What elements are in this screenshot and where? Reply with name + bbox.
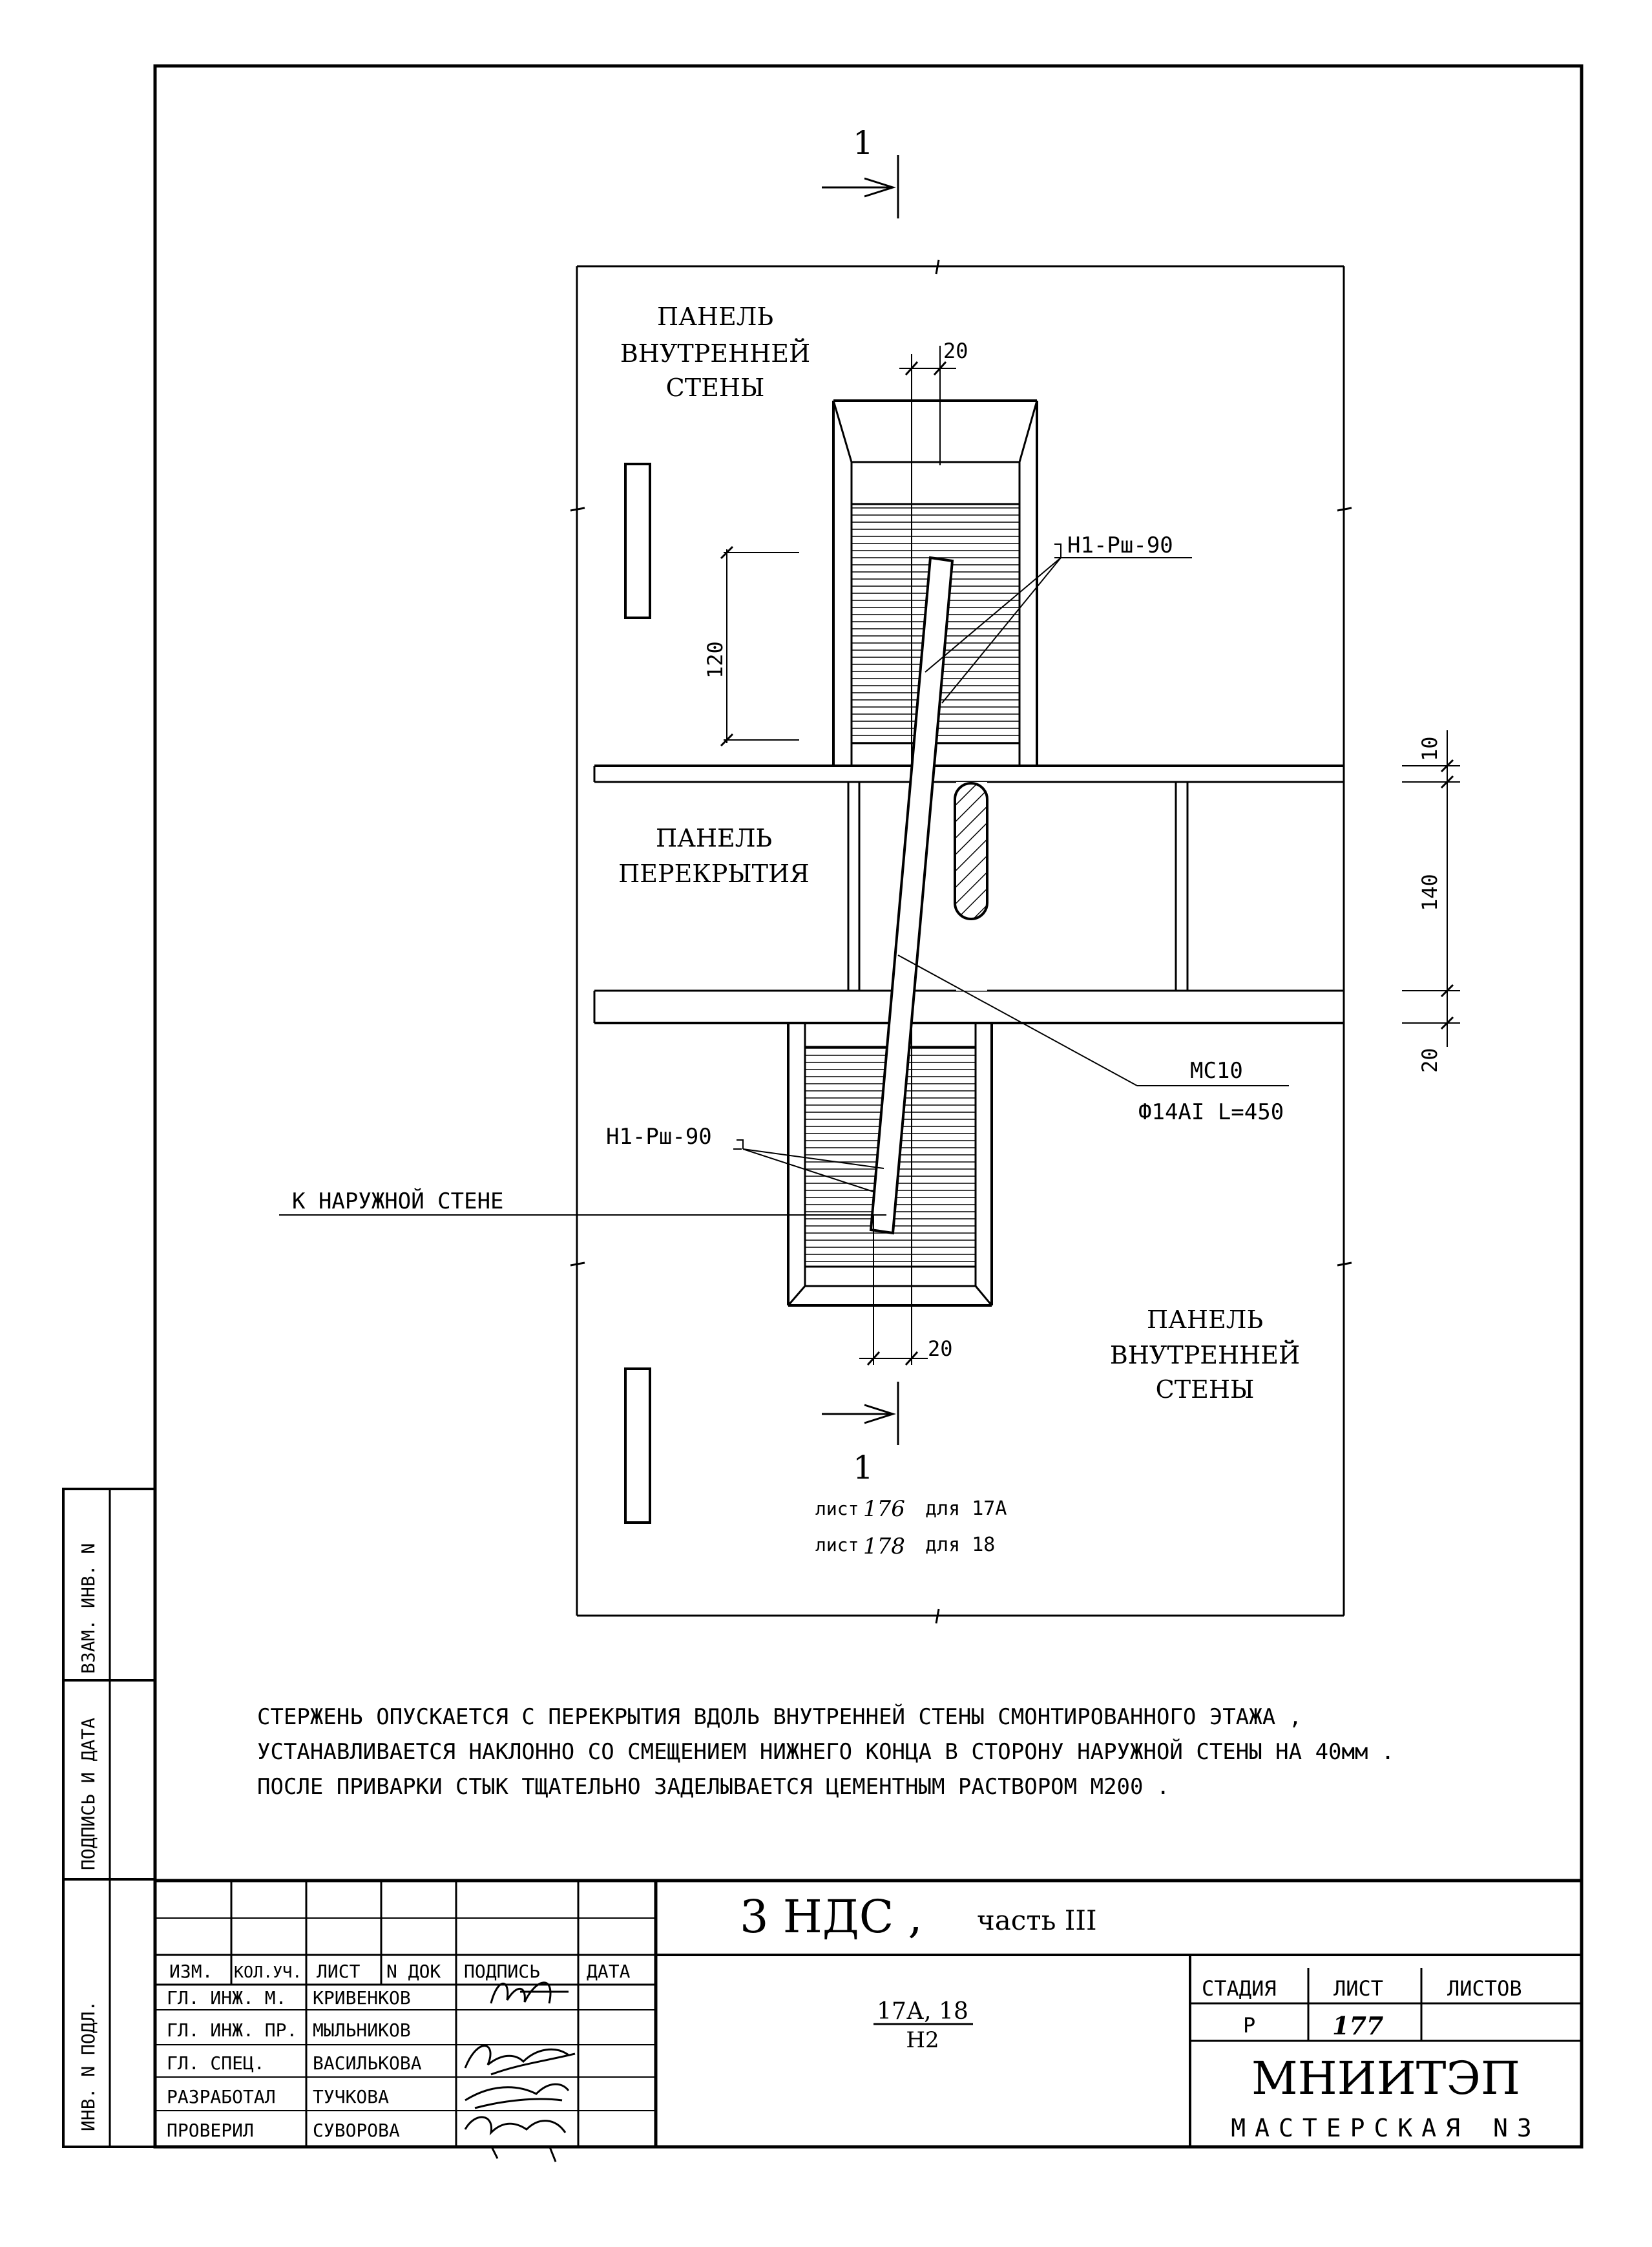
sheet-value: 177: [1332, 2011, 1383, 2040]
role-3: ГЛ. СПЕЦ.: [167, 2052, 265, 2074]
name-3: ВАСИЛЬКОВА: [313, 2052, 422, 2074]
section-mark-top: 1: [853, 124, 873, 162]
name-4: ТУЧКОВА: [313, 2086, 389, 2107]
hdr-list: ЛИСТ: [317, 1961, 361, 1982]
side-stamp: ВЗАМ. ИНВ. N ПОДПИСЬ И ДАТА ИНВ. N ПОДЛ.: [62, 1488, 156, 2148]
note-line-2: УСТАНАВЛИВАЕТСЯ НАКЛОННО СО СМЕЩЕНИЕМ НИ…: [257, 1738, 1394, 1765]
note-line-1: СТЕРЖЕНЬ ОПУСКАЕТСЯ С ПЕРЕКРЫТИЯ ВДОЛЬ В…: [257, 1704, 1302, 1730]
svg-text:176: 176: [863, 1496, 905, 1522]
doc-title-part: часть III: [977, 1904, 1097, 1936]
title-block: [155, 1879, 1582, 2147]
svg-text:для 18: для 18: [925, 1534, 995, 1556]
rod-mark: МС10: [1190, 1058, 1243, 1084]
wall-opening-bottom: [624, 1367, 651, 1524]
rod-spec: Ф14АI L=450: [1138, 1099, 1284, 1125]
org-name: МНИИТЭП: [1251, 2052, 1520, 2105]
svg-text:для 17А: для 17А: [925, 1497, 1007, 1520]
role-2: ГЛ. ИНЖ. ПР.: [167, 2020, 297, 2041]
dim-20-bottom: 20: [928, 1336, 953, 1361]
weld-callout-bottom: Н1-Рш-90: [606, 1124, 712, 1150]
joint-drawing: [279, 155, 1460, 1624]
stamp-vzam-inv: ВЗАМ. ИНВ. N: [78, 1543, 99, 1674]
svg-text:178: 178: [863, 1534, 905, 1559]
hdr-izm: ИЗМ.: [169, 1961, 213, 1982]
note-line-3: ПОСЛЕ ПРИВАРКИ СТЫК ТЩАТЕЛЬНО ЗАДЕЛЫВАЕТ…: [257, 1774, 1169, 1800]
stage-value: Р: [1243, 2013, 1255, 2038]
dim-10: 10: [1417, 736, 1442, 761]
rod: [869, 556, 954, 1235]
hdr-podpis: ПОДПИСЬ: [464, 1961, 540, 1982]
label-inner-wall-bottom-2: ВНУТРЕННЕЙ: [1110, 1340, 1300, 1369]
svg-text:лист: лист: [815, 1534, 859, 1556]
sheet-frame: [153, 64, 1584, 2149]
hdr-kol-uch: КОЛ.УЧ.: [234, 1963, 302, 1981]
dim-140: 140: [1417, 874, 1442, 911]
doc-code-top: 17А, 18: [877, 1998, 968, 2025]
name-5: СУВОРОВА: [313, 2120, 400, 2141]
sheets-label: ЛИСТОВ: [1447, 1976, 1522, 2001]
doc-title-main: 3 НДС ,: [740, 1890, 923, 1943]
svg-text:лист: лист: [815, 1498, 859, 1519]
title-block-text: ИЗМ. КОЛ.УЧ. ЛИСТ N ДОК ПОДПИСЬ ДАТА ГЛ.…: [167, 1890, 1540, 2162]
signatures: [464, 1981, 576, 2162]
label-floor-panel-1: ПАНЕЛЬ: [656, 824, 772, 852]
role-1: ГЛ. ИНЖ. М.: [167, 1987, 286, 2009]
hdr-n-dok: N ДОК: [386, 1961, 441, 1982]
name-1: КРИВЕНКОВ: [313, 1987, 411, 2009]
hdr-data: ДАТА: [587, 1961, 631, 1982]
section-mark-bottom: 1: [853, 1449, 873, 1486]
label-inner-wall-top-2: ВНУТРЕННЕЙ: [620, 339, 810, 368]
label-floor-panel-2: ПЕРЕКРЫТИЯ: [618, 860, 810, 888]
label-inner-wall-bottom-3: СТЕНЫ: [1156, 1375, 1255, 1404]
notes: СТЕРЖЕНЬ ОПУСКАЕТСЯ С ПЕРЕКРЫТИЯ ВДОЛЬ В…: [257, 1704, 1394, 1800]
dim-20-top: 20: [943, 339, 968, 363]
drawing-labels: 1 1 ПАНЕЛЬ ВНУТРЕННЕЙ СТЕНЫ ПАНЕЛЬ ПЕРЕК…: [292, 124, 1442, 1559]
org-unit: МАСТЕРСКАЯ N3: [1231, 2114, 1540, 2142]
weld-callout-top: Н1-Рш-90: [1067, 533, 1173, 558]
role-4: РАЗРАБОТАЛ: [167, 2086, 276, 2107]
sheet-ref-1: лист 176 для 17А: [815, 1496, 1007, 1522]
doc-code-bottom: Н2: [906, 2027, 939, 2053]
label-inner-wall-bottom-1: ПАНЕЛЬ: [1147, 1305, 1263, 1334]
name-2: МЫЛЬНИКОВ: [313, 2020, 411, 2041]
stage-label: СТАДИЯ: [1202, 1976, 1277, 2001]
sheet-label: ЛИСТ: [1333, 1976, 1383, 2001]
role-5: ПРОВЕРИЛ: [167, 2120, 254, 2141]
stamp-inv-podl: ИНВ. N ПОДЛ.: [78, 2001, 99, 2131]
stamp-podpis-data: ПОДПИСЬ И ДАТА: [78, 1718, 99, 1870]
sheet-ref-2: лист 178 для 18: [815, 1534, 995, 1559]
label-inner-wall-top-3: СТЕНЫ: [666, 374, 765, 402]
label-inner-wall-top-1: ПАНЕЛЬ: [657, 302, 773, 331]
dim-120: 120: [703, 641, 727, 679]
dim-20-right: 20: [1417, 1048, 1442, 1073]
outer-wall-callout: К НАРУЖНОЙ СТЕНЕ: [292, 1188, 504, 1214]
wall-opening-top: [624, 463, 651, 619]
